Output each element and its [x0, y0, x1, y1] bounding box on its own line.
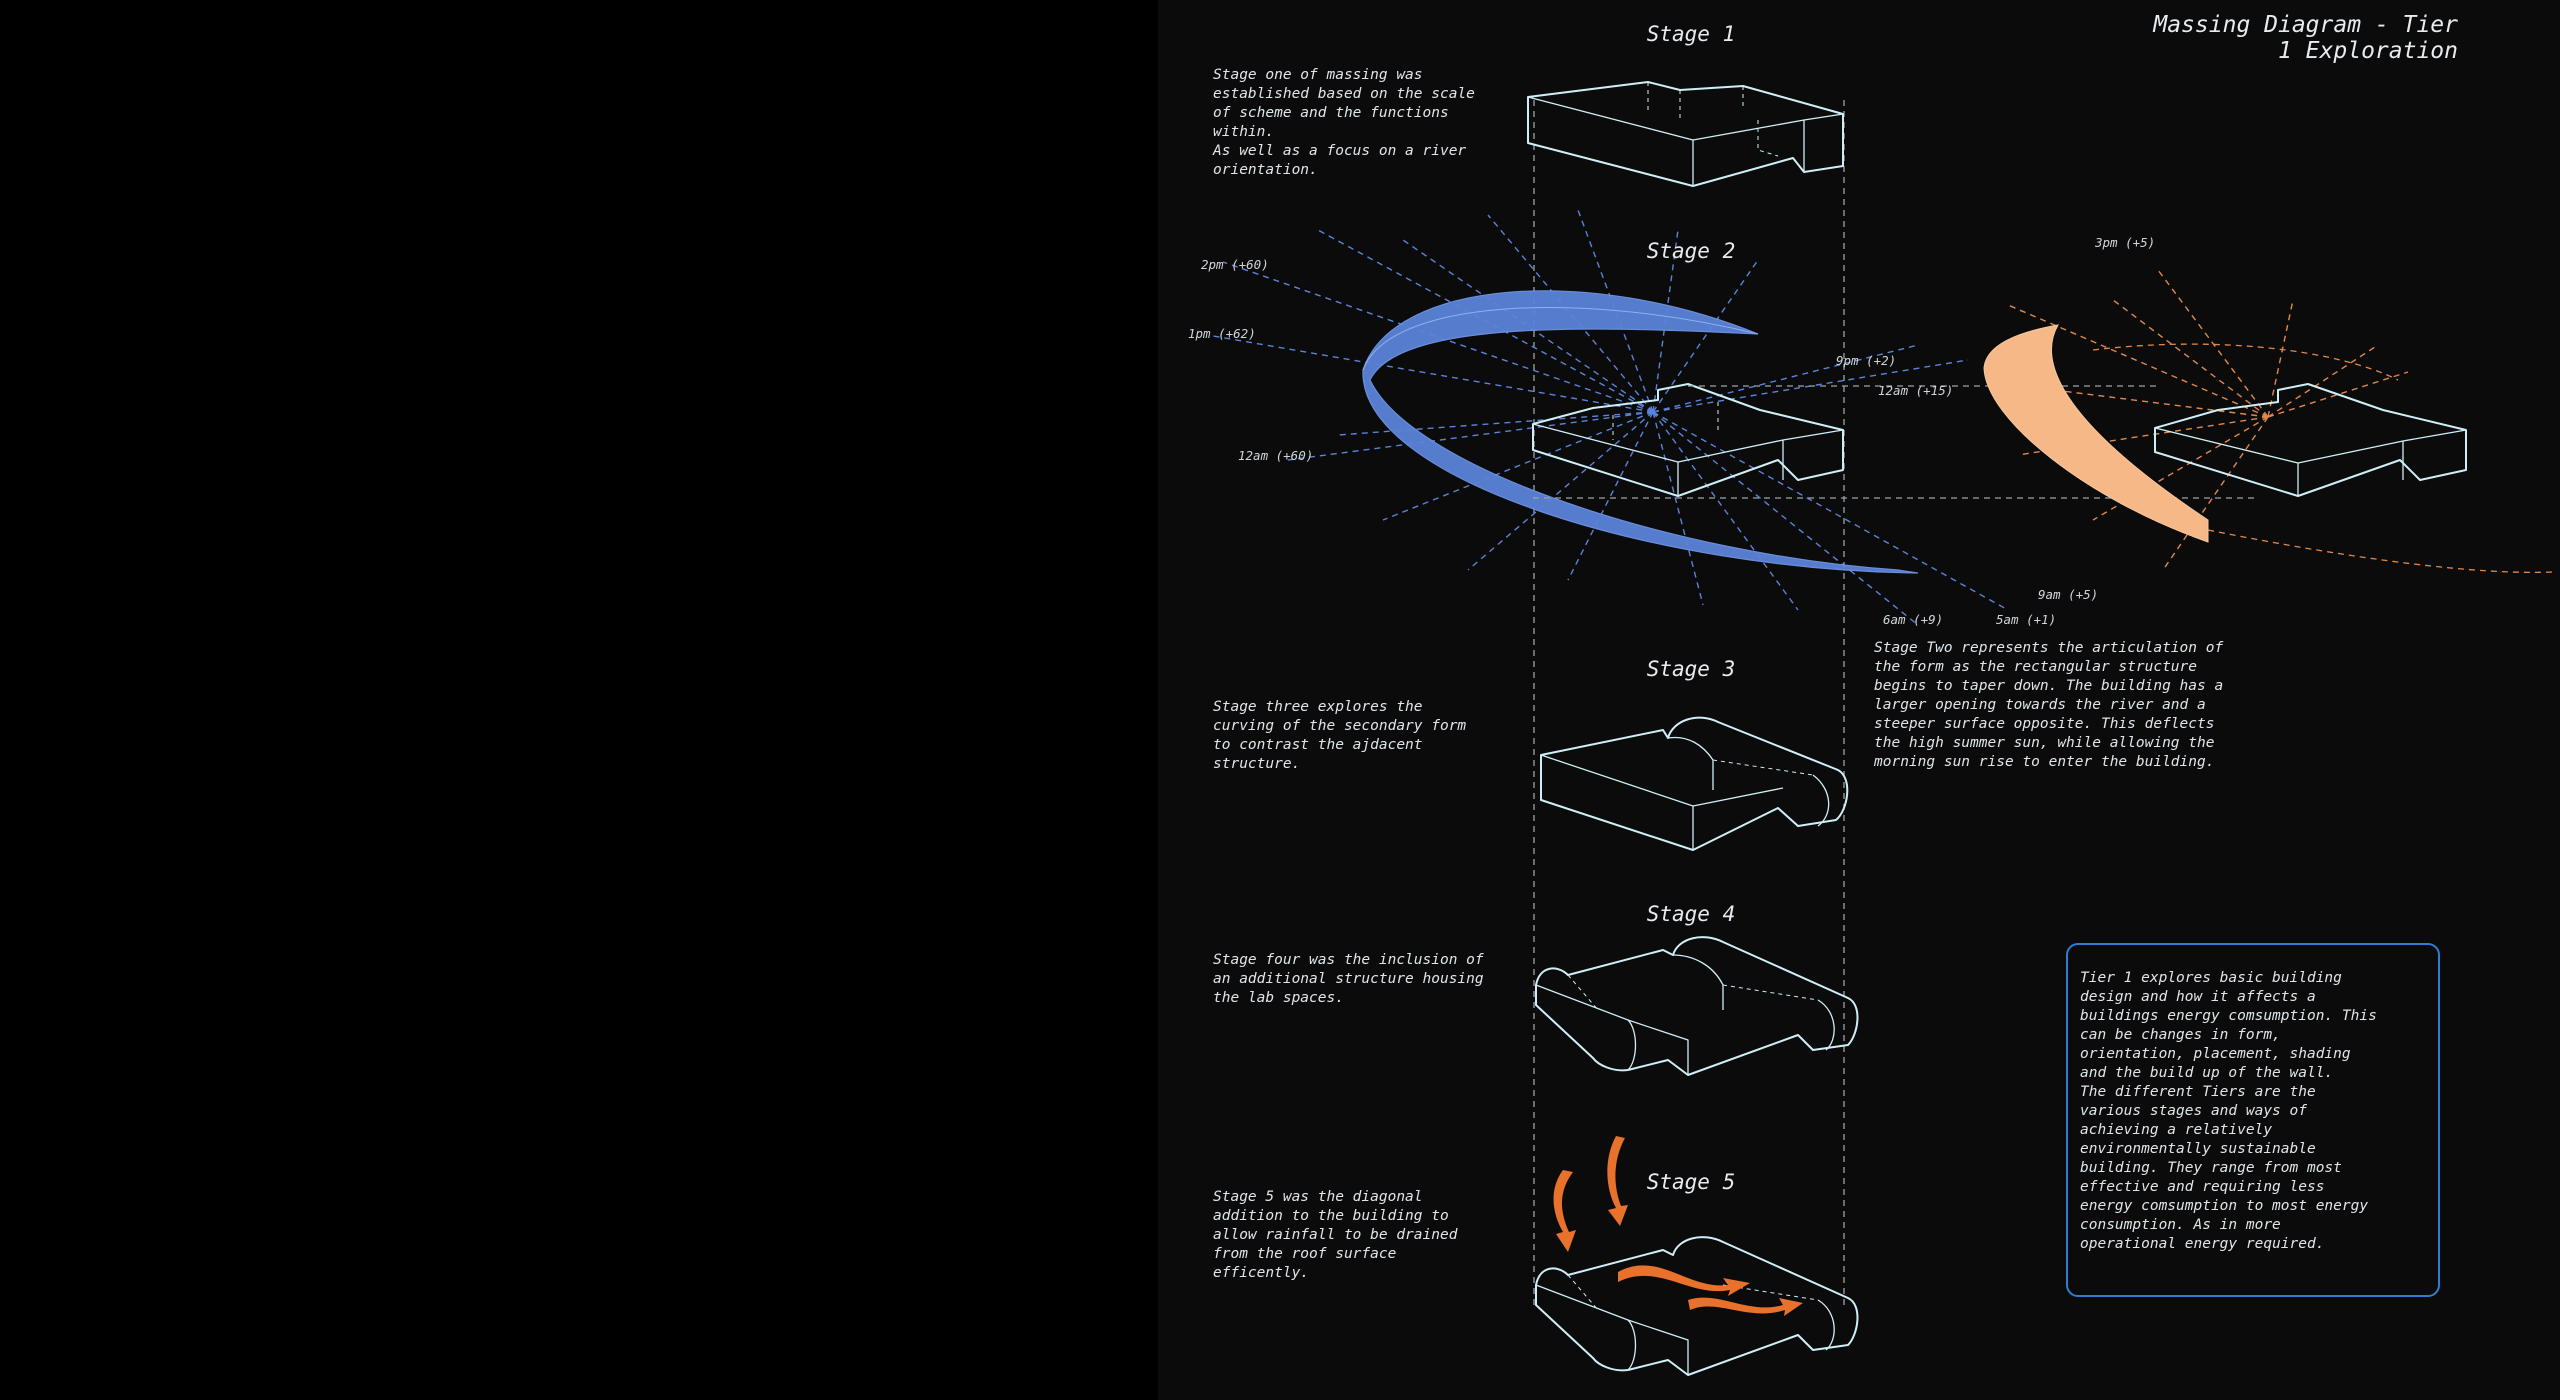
stage-4-label: Stage 4	[1646, 902, 1736, 926]
stage-4-massing	[1535, 936, 1859, 1076]
stage-3-label: Stage 3	[1646, 657, 1736, 681]
sun-label-5am: 5am (+1)	[1996, 612, 2057, 627]
stage-2-massing	[1532, 383, 2258, 499]
sun-label-6am: 6am (+9)	[1883, 612, 1944, 627]
winter-sun-rays	[1212, 209, 2009, 626]
sun-label-9am: 9am (+5)	[2038, 587, 2099, 602]
stage-4-description: Stage four was the inclusion of an addit…	[1213, 952, 1484, 1006]
stage-1-massing	[1527, 81, 1844, 187]
stage-1-description: Stage one of massing was established bas…	[1213, 67, 1475, 178]
stage-5-description: Stage 5 was the diagonal addition to the…	[1213, 1189, 1458, 1281]
stage-2-label: Stage 2	[1646, 239, 1736, 263]
roof-drain-arrow-1	[1618, 1265, 1750, 1296]
stage-3-massing	[1540, 716, 1849, 851]
title-line-1: Massing Diagram - Tier	[2153, 12, 2458, 38]
summer-sun-orbit	[2092, 343, 2399, 381]
tier-info-box: Tier 1 explores basic building design an…	[2066, 943, 2440, 1297]
sun-label-1pm: 1pm (+62)	[1188, 326, 1256, 341]
diagram-sheet: Massing Diagram - Tier 1 Exploration Sta…	[1158, 0, 2560, 1400]
blank-margin	[0, 0, 1158, 1400]
rain-arrows	[1553, 1136, 1803, 1316]
sun-label-3pm: 3pm (+5)	[2095, 235, 2156, 250]
sun-label-12am-summer: 12am (+15)	[1878, 383, 1954, 398]
roof-drain-arrow-2	[1688, 1297, 1803, 1316]
sun-label-9pm: 9pm (+2)	[1836, 353, 1897, 368]
stage-5-label: Stage 5	[1646, 1170, 1736, 1194]
sun-label-2pm: 2pm (+60)	[1201, 257, 1269, 272]
title-line-2: 1 Exploration	[2277, 38, 2458, 64]
stage-3-description: Stage three explores the curving of the …	[1213, 699, 1467, 772]
massing-drawing	[1212, 81, 2554, 1376]
stage-2-massing-copy	[2154, 383, 2467, 497]
stage-2-description: Stage Two represents the articulation of…	[1874, 640, 2224, 770]
summer-sun-arc	[1983, 324, 2209, 543]
stage-1-label: Stage 1	[1646, 22, 1736, 46]
winter-sun-arc	[1362, 290, 1919, 574]
page-title: Massing Diagram - Tier 1 Exploration	[2038, 12, 2458, 64]
sun-label-12am-winter: 12am (+60)	[1238, 448, 1314, 463]
